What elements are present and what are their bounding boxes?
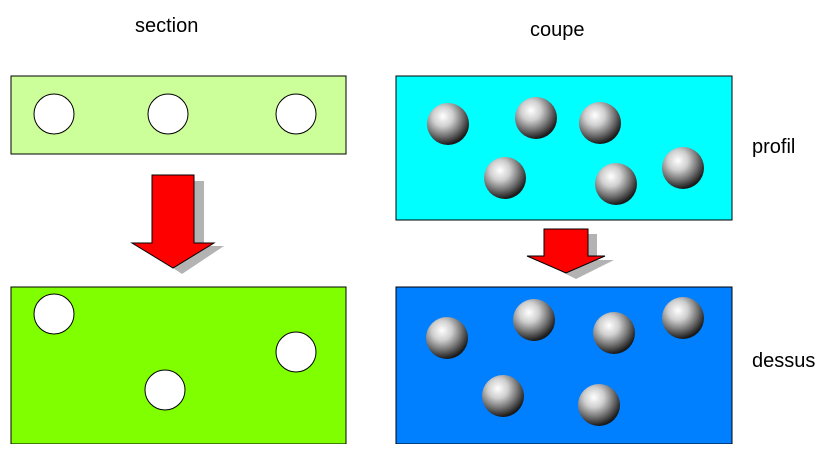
hole-circle xyxy=(275,331,317,373)
sphere xyxy=(662,297,704,339)
sphere xyxy=(593,312,635,354)
sphere xyxy=(482,375,524,417)
hole-circle xyxy=(144,369,186,411)
right-column-title: coupe xyxy=(530,19,585,41)
row-label-profile: profil xyxy=(752,136,796,158)
sphere xyxy=(579,102,621,144)
sphere xyxy=(662,147,704,189)
sphere xyxy=(513,299,555,341)
hole-circle xyxy=(147,93,189,135)
down-arrow-right xyxy=(526,228,606,274)
sphere xyxy=(578,384,620,426)
left-column-title: section xyxy=(135,15,199,37)
sphere xyxy=(484,157,526,199)
row-label-top: dessus xyxy=(752,350,816,372)
cut-profile-panel xyxy=(395,75,733,221)
sphere xyxy=(595,163,637,205)
down-arrow-left xyxy=(130,174,216,269)
sphere xyxy=(515,97,557,139)
sphere xyxy=(427,103,469,145)
sphere xyxy=(426,317,468,359)
hole-circle xyxy=(33,93,75,135)
hole-circle xyxy=(33,293,75,335)
hole-circle xyxy=(275,93,317,135)
